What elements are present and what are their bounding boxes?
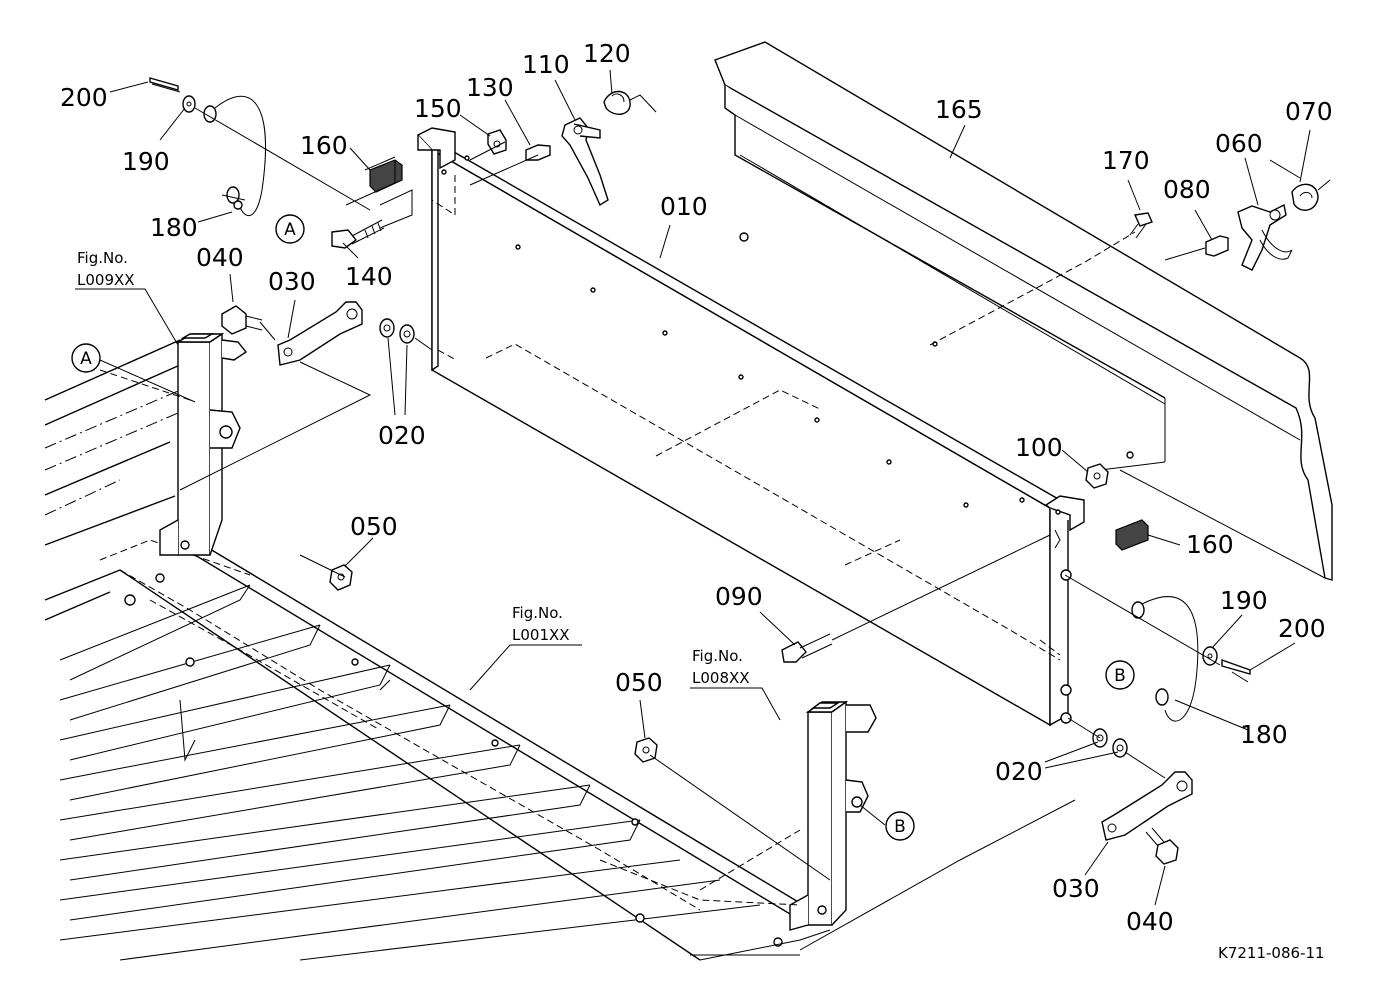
part-label-120: 120 <box>583 39 631 68</box>
fig-ref-center: L001XX <box>512 626 570 644</box>
part-label-190-right: 190 <box>1220 586 1268 615</box>
cargo-bed-drawing <box>44 332 1076 961</box>
assembly-lines <box>99 107 1221 881</box>
part-label-110: 110 <box>522 50 570 79</box>
part-label-100: 100 <box>1015 433 1063 462</box>
callout-a-left-letter: A <box>80 349 92 369</box>
part-label-020-right: 020 <box>995 757 1043 786</box>
fig-no-left-heading: Fig.No. <box>77 249 128 267</box>
part-label-200-right: 200 <box>1278 614 1326 643</box>
fig-ref-right: L008XX <box>692 669 750 687</box>
part-label-030-top: 030 <box>268 267 316 296</box>
side-panel <box>714 41 1333 581</box>
callout-a-top-letter: A <box>284 220 296 240</box>
part-label-030-right: 030 <box>1052 874 1100 903</box>
fig-ref-left: L009XX <box>77 271 135 289</box>
callout-b-bottom: B <box>885 811 915 841</box>
part-label-165: 165 <box>935 95 983 124</box>
part-label-050-right: 050 <box>615 668 663 697</box>
part-label-170: 170 <box>1102 146 1150 175</box>
leader-lines <box>75 69 1311 906</box>
part-label-080: 080 <box>1163 175 1211 204</box>
part-label-180-top: 180 <box>150 213 198 242</box>
part-label-040-right: 040 <box>1126 907 1174 936</box>
part-label-010: 010 <box>660 192 708 221</box>
callout-a-left: A <box>71 343 101 373</box>
callout-a-top: A <box>275 214 305 244</box>
tailgate-panel <box>416 127 1085 727</box>
part-label-090: 090 <box>715 582 763 611</box>
callout-b-bottom-letter: B <box>894 817 906 837</box>
part-label-200-top: 200 <box>60 83 108 112</box>
part-label-160-right: 160 <box>1186 530 1234 559</box>
fig-no-center-heading: Fig.No. <box>512 604 563 622</box>
part-label-020-top: 020 <box>378 421 426 450</box>
callout-b-right-letter: B <box>1114 666 1126 686</box>
part-label-050-left: 050 <box>350 512 398 541</box>
part-label-140: 140 <box>345 262 393 291</box>
part-label-130: 130 <box>466 73 514 102</box>
part-label-180-right: 180 <box>1240 720 1288 749</box>
part-label-150: 150 <box>414 94 462 123</box>
part-label-040-top: 040 <box>196 243 244 272</box>
part-label-060: 060 <box>1215 129 1263 158</box>
callout-b-right: B <box>1105 660 1135 690</box>
part-label-190-top: 190 <box>122 147 170 176</box>
fig-no-right-heading: Fig.No. <box>692 647 743 665</box>
figure-code: K7211-086-11 <box>1218 944 1325 962</box>
part-label-160-top: 160 <box>300 131 348 160</box>
part-label-070: 070 <box>1285 97 1333 126</box>
